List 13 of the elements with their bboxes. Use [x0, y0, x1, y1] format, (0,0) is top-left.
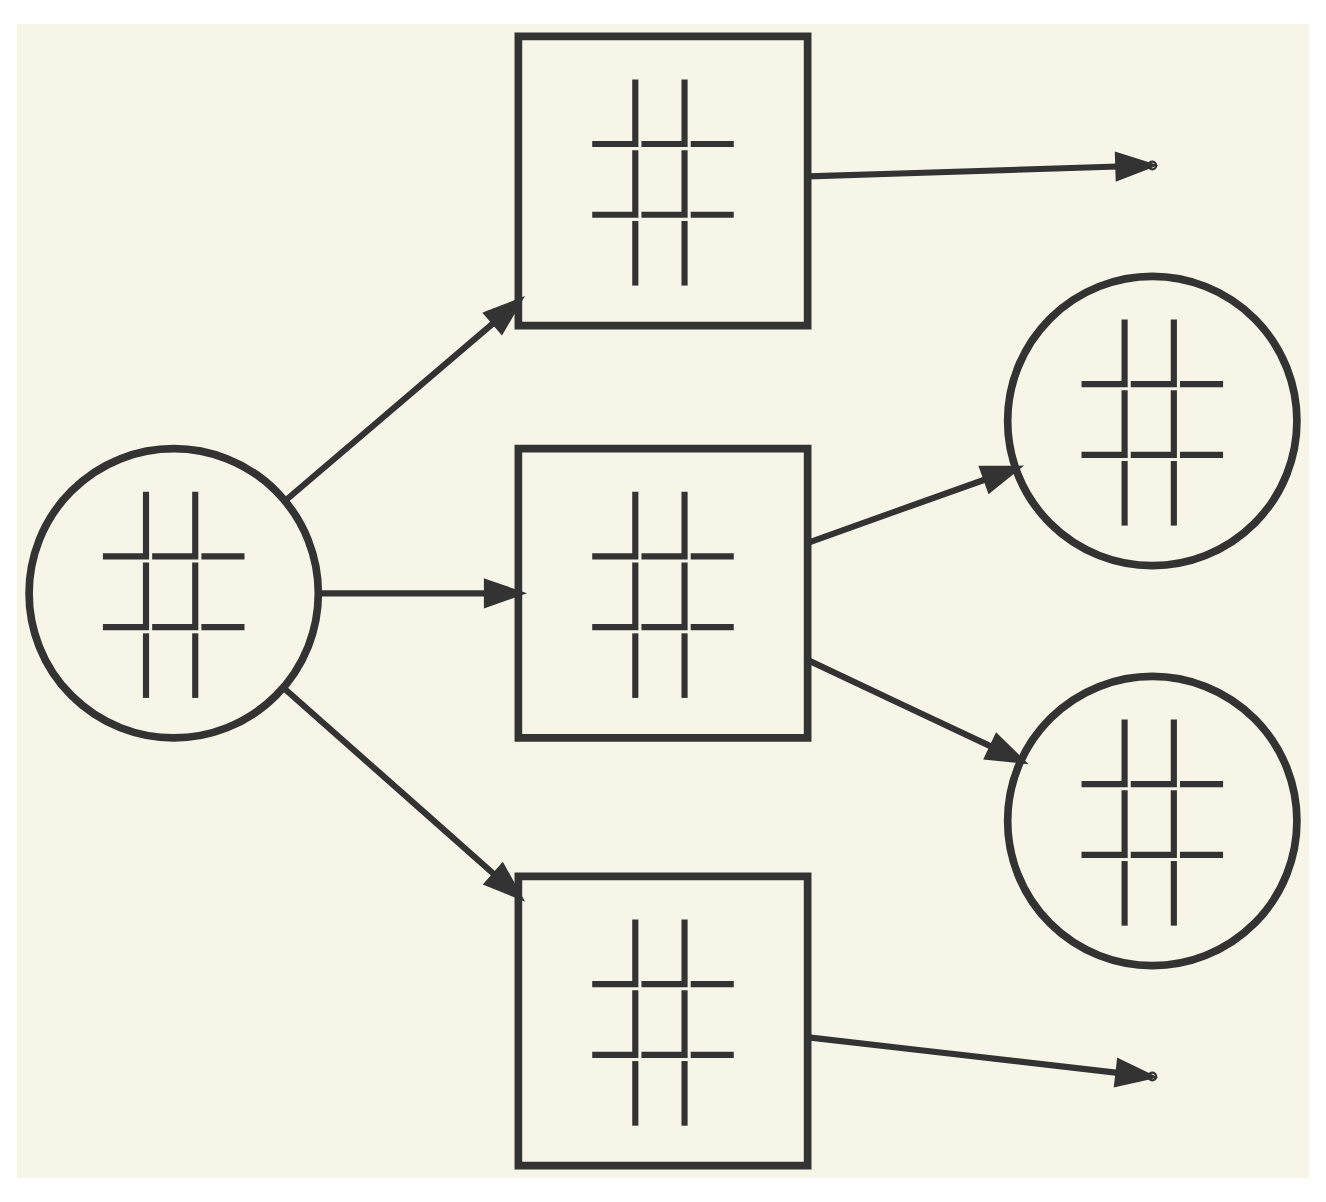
node-circle	[1003, 272, 1301, 570]
arrow	[283, 296, 525, 504]
arrow	[808, 151, 1159, 182]
node-box	[514, 444, 812, 742]
arrow	[281, 685, 526, 902]
node-circle	[25, 444, 323, 742]
node-box	[514, 872, 812, 1170]
arrow	[807, 465, 1025, 546]
arrow	[808, 1034, 1159, 1088]
node-circle	[1003, 672, 1301, 970]
node-box	[514, 32, 812, 330]
arrow	[319, 578, 528, 609]
arrow	[807, 657, 1029, 765]
